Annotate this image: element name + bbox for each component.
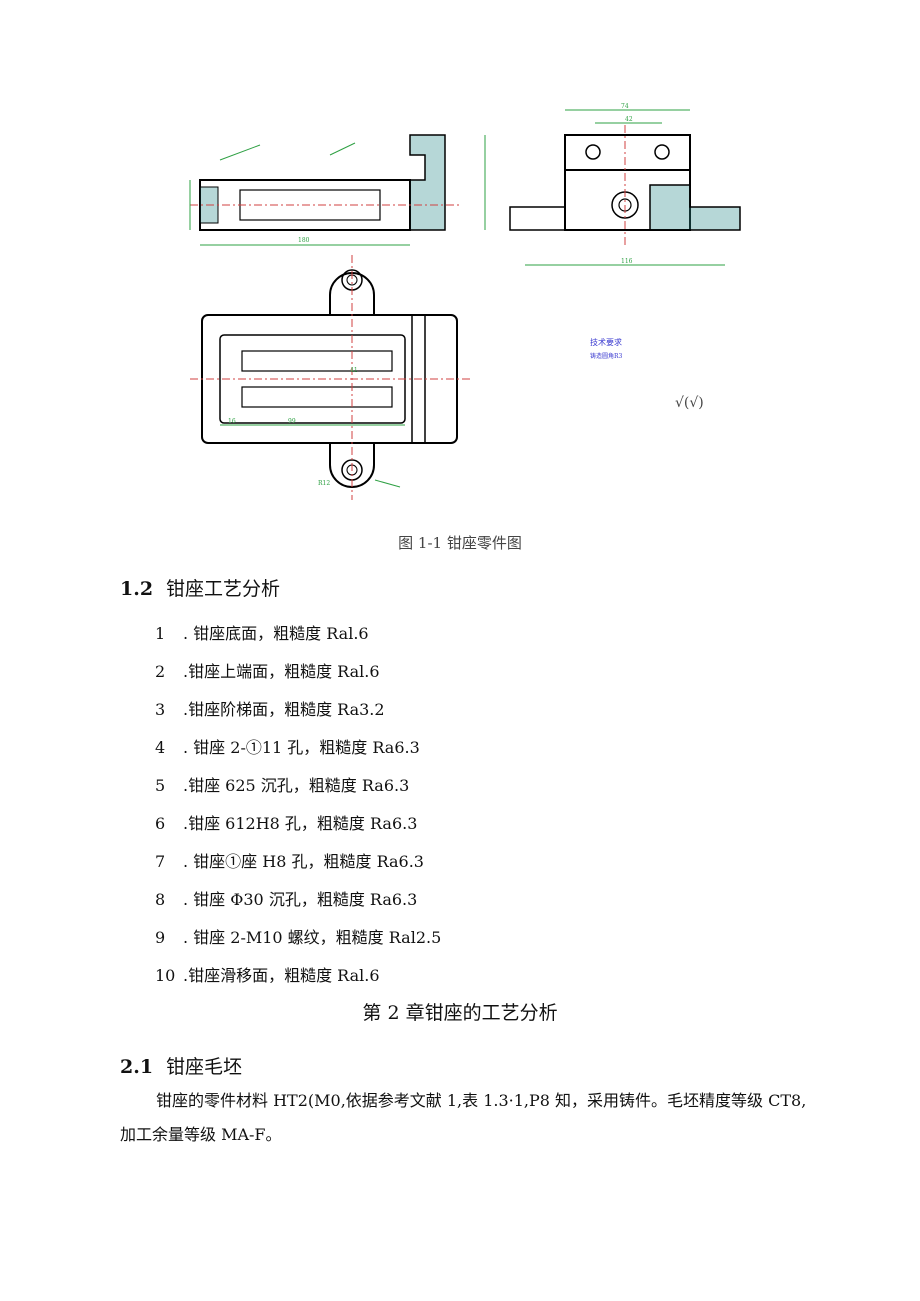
list-item-number: 3: [155, 700, 166, 719]
list-item-number: 4: [155, 738, 166, 757]
list-item: 3 .钳座阶梯面，粗糙度 Ra3.2: [155, 696, 385, 720]
list-item: 5 .钳座 625 沉孔，粗糙度 Ra6.3: [155, 772, 409, 796]
top-view: 41 99 16 R12: [190, 255, 470, 500]
list-item-number: 9: [155, 928, 166, 947]
list-item-text: . 钳座 2-M10 螺纹，粗糙度 Ral2.5: [183, 928, 442, 947]
list-item-number: 2: [155, 662, 166, 681]
section-2-1-heading: 2.1 钳座毛坯: [120, 1052, 242, 1079]
list-item: 9 . 钳座 2-M10 螺纹，粗糙度 Ral2.5: [155, 924, 441, 948]
list-item-text: .钳座阶梯面，粗糙度 Ra3.2: [183, 700, 385, 719]
list-item-text: .钳座上端面，粗糙度 Ral.6: [183, 662, 380, 681]
list-item-number: 1: [155, 624, 166, 643]
list-item-number: 6: [155, 814, 166, 833]
list-item-text: .钳座 625 沉孔，粗糙度 Ra6.3: [183, 776, 410, 795]
section-title: 钳座工艺分析: [166, 578, 281, 600]
list-item-number: 8: [155, 890, 166, 909]
figure-caption: 图 1-1 钳座零件图: [398, 534, 522, 552]
list-item: 1 . 钳座底面，粗糙度 Ral.6: [155, 620, 369, 644]
list-item: 2 .钳座上端面，粗糙度 Ral.6: [155, 658, 380, 682]
list-item-text: .钳座 612H8 孔，粗糙度 Ra6.3: [183, 814, 418, 833]
front-view: 180: [189, 134, 486, 246]
list-item-number: 7: [155, 852, 166, 871]
notes-text: 铸造圆角R3: [590, 352, 623, 360]
dim-front-len: 180: [298, 237, 310, 244]
dim-side-total: 116: [621, 258, 633, 265]
list-item: 7 . 钳座①座 H8 孔，粗糙度 Ra6.3: [155, 848, 424, 872]
section-title: 钳座毛坯: [166, 1056, 243, 1078]
list-item-text: . 钳座 2-①11 孔，粗糙度 Ra6.3: [183, 738, 420, 757]
list-item-number: 10: [155, 966, 176, 985]
list-item: 8 . 钳座 Φ30 沉孔，粗糙度 Ra6.3: [155, 886, 417, 910]
list-item-text: .钳座滑移面，粗糙度 Ral.6: [183, 966, 380, 985]
list-item: 4 . 钳座 2-①11 孔，粗糙度 Ra6.3: [155, 734, 420, 758]
dim-hole-r: R12: [318, 480, 330, 487]
section-number: 2.1: [120, 1056, 154, 1078]
roughness-symbol: √(√): [675, 395, 704, 411]
dim-side-inner: 42: [625, 116, 633, 123]
side-view: 74 42 116: [509, 103, 741, 266]
list-item: 10 .钳座滑移面，粗糙度 Ral.6: [155, 962, 380, 986]
notes-title: 技术要求: [590, 337, 622, 347]
dim-top-b: 99: [288, 418, 296, 425]
dim-top-c: 16: [228, 418, 236, 425]
list-item-text: . 钳座①座 H8 孔，粗糙度 Ra6.3: [183, 852, 424, 871]
part-drawing: 180 74 42 116 41: [189, 103, 741, 500]
list-item-text: . 钳座 Φ30 沉孔，粗糙度 Ra6.3: [183, 890, 418, 909]
section-1-2-heading: 1.2 钳座工艺分析: [120, 574, 280, 601]
list-item: 6 .钳座 612H8 孔，粗糙度 Ra6.3: [155, 810, 417, 834]
section-number: 1.2: [120, 578, 154, 600]
body-paragraph: 钳座的零件材料 HT2(M0,依据参考文献 1,表 1.3·1,P8 知，采用铸…: [120, 1091, 807, 1144]
list-item-number: 5: [155, 776, 166, 795]
dim-top-a: 41: [350, 367, 358, 374]
chapter-heading: 第 2 章钳座的工艺分析: [362, 1002, 558, 1024]
list-item-text: . 钳座底面，粗糙度 Ral.6: [183, 624, 369, 643]
dim-side-w: 74: [621, 103, 629, 110]
